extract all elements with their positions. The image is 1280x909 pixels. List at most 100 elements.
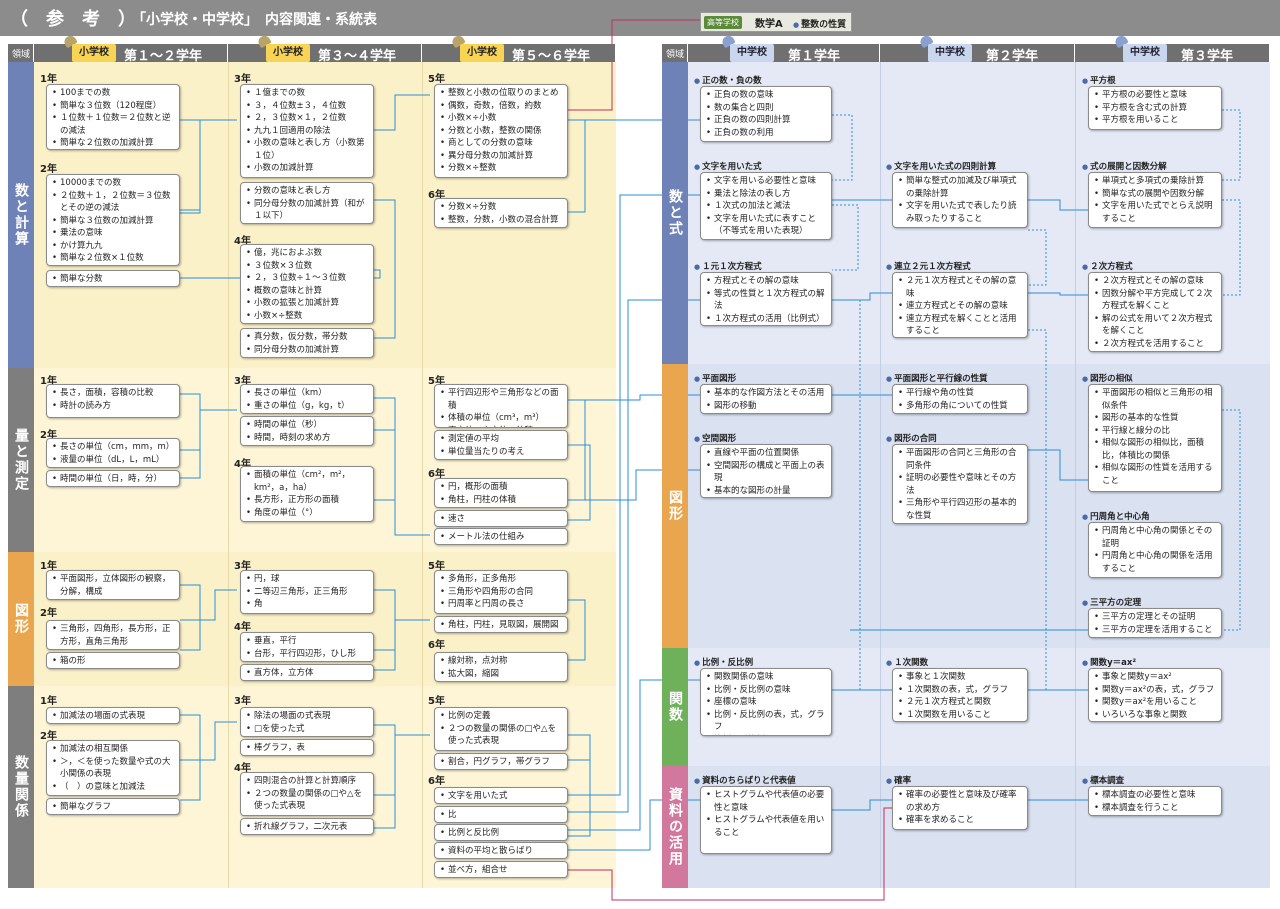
content-item: 文字を用いた式 (439, 790, 563, 803)
content-item: 速さ (439, 513, 563, 526)
content-box: 標本調査の必要性と意味標本調査を行うこと (1088, 786, 1222, 816)
content-item: 割合，円グラフ，帯グラフ (439, 756, 563, 769)
content-item: 円，球 (245, 573, 369, 586)
content-item: 図形の移動 (705, 400, 827, 413)
content-item: １次関数を用いること (897, 709, 1023, 722)
content-item: 比例の定義 (439, 710, 563, 723)
year-label: 6年 (428, 776, 445, 787)
dotted-connector (1222, 409, 1241, 631)
content-box: 折れ線グラフ，二次元表 (240, 818, 374, 835)
content-box: １億までの数３，４位数±３，４位数２，３位数×１，２位数九九１回適用の除法小数の… (240, 84, 374, 178)
content-item: 面積の単位（cm²，m²，km²，a，ha） (245, 469, 369, 494)
el-badge: 小学校 (266, 44, 310, 62)
content-box: 線対称，点対称拡大図，縮図 (434, 652, 568, 682)
content-item: 同分母分数の加減計算 (245, 344, 369, 357)
content-item: 小数の拡張と加減計算 (245, 297, 369, 310)
connector (832, 292, 892, 301)
content-item: ３位数×３位数 (245, 260, 369, 273)
content-item: 液量の単位（dL，L，mL） (51, 454, 175, 467)
content-item: 小数の意味と表し方（小数第１位） (245, 137, 369, 162)
content-item: 分数×÷整数 (439, 162, 563, 175)
year-label: 5年 (428, 376, 445, 387)
content-item: ２次方程式を活用すること (1093, 338, 1217, 351)
content-box: 確率の必要性と意味及び確率の求め方確率を求めること (892, 786, 1028, 830)
content-item: 比例・反比例の表，式，グラフ (705, 709, 827, 734)
connector (180, 589, 237, 621)
content-item: 簡単なグラフ (51, 801, 175, 814)
content-item: 異分母分数の加減計算 (439, 150, 563, 163)
domain-quantity-relation: 数量関係 (8, 686, 34, 888)
content-item: 体積の単位（cm³，m³） (439, 412, 563, 425)
content-item: 単位量当たりの考え (439, 446, 563, 459)
topic-title: 平方根 (1082, 74, 1116, 86)
content-box: 基本的な作図方法とその活用図形の移動 (700, 384, 832, 414)
jh-area-header: 領域 (662, 44, 688, 62)
content-box: 10000までの数２位数＋１，２位数＝３位数とその逆の減法簡単な３位数の加減計算… (46, 174, 180, 266)
content-item: 直線や平面の位置関係 (705, 447, 827, 460)
topic-title: 標本調査 (1082, 774, 1124, 786)
topic-title: 正の数・負の数 (694, 74, 762, 86)
year-label: 5年 (428, 74, 445, 85)
content-box: 面積の単位（cm²，m²，km²，a，ha）長方形，正方形の面積角度の単位（°） (240, 466, 374, 522)
el-badge: 小学校 (460, 44, 504, 62)
jh-header-col3: 中学校 第３学年 (1075, 33, 1270, 64)
high-school-topic: 整数の性質 (793, 17, 846, 30)
topic-title: 空間図形 (694, 432, 736, 444)
content-item: 文字を用いた式に表すこと（不等式を用いた表現） (705, 213, 827, 238)
connector (180, 393, 201, 479)
content-item: 小数の加減計算 (245, 162, 369, 175)
content-item: ３，４位数±３，４位数 (245, 100, 369, 113)
content-box: 直方体，立方体 (240, 664, 374, 681)
jh-header-col1: 中学校 第１学年 (688, 33, 880, 64)
content-box: 簡単なグラフ (46, 798, 180, 815)
el-badge: 小学校 (72, 44, 116, 62)
content-item: 偶数，奇数，倍数，約数 (439, 100, 563, 113)
domain-figure-el: 図形 (8, 552, 34, 686)
dotted-connector (832, 299, 861, 691)
content-box: 億，兆におよぶ数３位数×３位数２，３位数÷１～３位数概数の意味と計算小数の拡張と… (240, 244, 374, 324)
content-item: 資料の平均と散らばり (439, 845, 563, 858)
content-item: かけ算九九 (51, 240, 175, 253)
topic-title: 図形の合同 (886, 432, 937, 444)
content-item: 並べ方，組合せ (439, 864, 563, 877)
domain-figure-jh: 図形 (662, 364, 688, 648)
content-box: 加減法の場面の式表現 (46, 707, 180, 724)
connector (180, 409, 237, 451)
connector (568, 444, 591, 521)
connector (374, 429, 430, 536)
content-box: 直線や平面の位置関係空間図形の構成と平面上の表現基本的な図形の計量 (700, 444, 832, 498)
connector (180, 584, 201, 651)
content-item: 三平方の定理とその証明 (1093, 611, 1217, 624)
content-item: 多角形の角についての性質 (897, 400, 1023, 413)
el-col-sep-1 (228, 62, 229, 888)
content-item: 分数の意味と表し方 (245, 185, 369, 198)
content-box: ２次方程式とその解の意味因数分解や平方完成して２次方程式を解くこと解の公式を用い… (1088, 272, 1222, 352)
connector (180, 119, 201, 214)
content-box: 長さの単位（cm，mm，m）液量の単位（dL，L，mL） (46, 438, 180, 468)
jh-badge: 中学校 (928, 44, 972, 62)
content-item: 整数と小数の位取りのまとめ (439, 87, 563, 100)
high-school-tag: 高等学校 数学A 整数の性質 (700, 12, 852, 32)
connector (374, 397, 396, 501)
content-item: 整数，分数，小数の混合計算 (439, 214, 563, 227)
content-item: 長さの単位（cm，mm，m） (51, 441, 175, 454)
content-box: 四則混合の計算と計算順序２つの数量の関係の□や△を使った式表現 (240, 772, 374, 816)
content-item: 証明の必要性や意味とその方法 (897, 472, 1023, 497)
content-item: メートル法の仕組み (439, 531, 563, 544)
content-box: 簡単な分数 (46, 270, 180, 287)
topic-title: ２次方程式 (1082, 260, 1133, 272)
content-item: ２元１次方程式とその解の意味 (897, 275, 1023, 300)
content-item: 円周率と円周の長さ (439, 598, 563, 611)
content-item: 連立方程式を解くことと活用すること (897, 313, 1023, 338)
content-box: メートル法の仕組み (434, 528, 568, 545)
content-item: 平行四辺形や三角形などの面積 (439, 387, 563, 412)
content-item: 三平方の定理を活用すること (1093, 624, 1217, 637)
content-item: 比 (439, 809, 563, 822)
connector (374, 589, 396, 671)
content-item: 簡単な分数 (51, 273, 175, 286)
content-item: 正負の数の利用 (705, 127, 827, 140)
topic-title: 式の展開と因数分解 (1082, 160, 1167, 172)
topic-title: 文字を用いた式 (694, 160, 762, 172)
content-box: 平行線や角の性質多角形の角についての性質 (892, 384, 1028, 414)
year-label: 1年 (40, 376, 57, 387)
